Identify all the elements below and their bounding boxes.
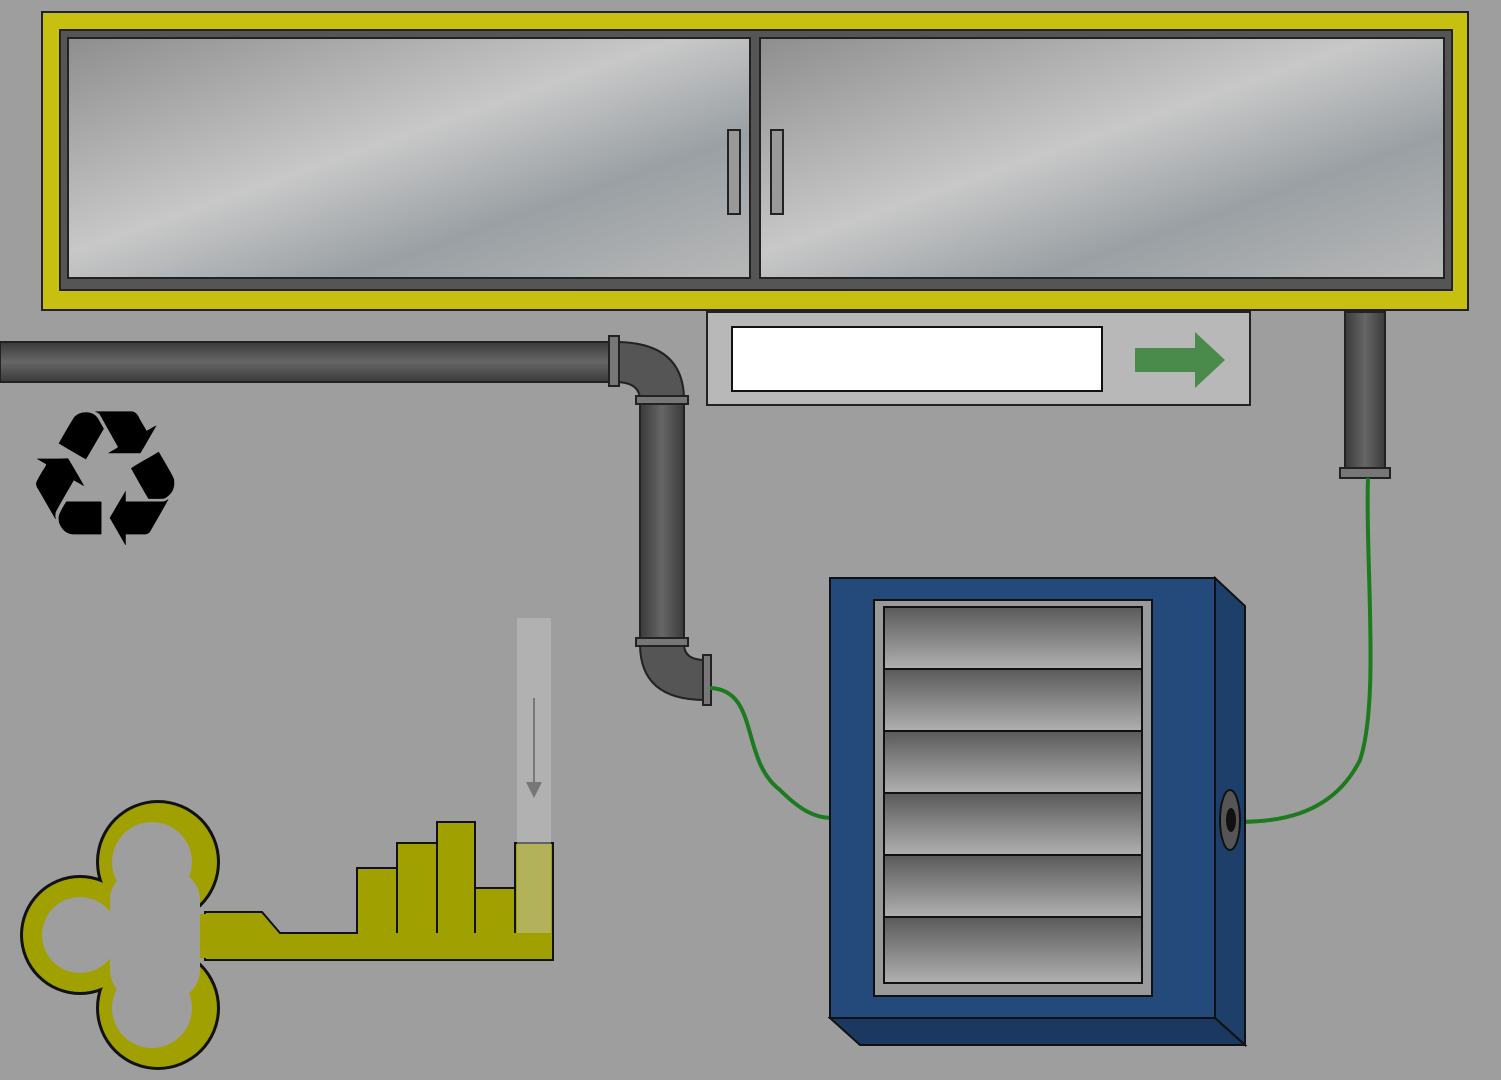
cabinet-left-door[interactable] xyxy=(67,37,751,279)
cable-left xyxy=(709,686,833,820)
arrow-right-icon[interactable] xyxy=(1135,332,1225,388)
left-door-handle[interactable] xyxy=(727,129,741,215)
cabinet-right-door[interactable] xyxy=(759,37,1445,279)
cabinet xyxy=(41,11,1469,311)
code-input[interactable] xyxy=(731,326,1103,392)
recycle-icon[interactable]: ♻ xyxy=(20,369,191,590)
right-door-handle[interactable] xyxy=(770,129,784,215)
key-tooth-hint xyxy=(517,618,551,933)
pipe-left xyxy=(0,335,712,706)
pipe-right xyxy=(1339,311,1391,479)
cable-right xyxy=(1231,477,1373,824)
vent-louvers xyxy=(883,606,1143,984)
vent-machine[interactable] xyxy=(827,575,1248,1048)
key-item[interactable] xyxy=(20,800,554,1070)
arrow-down-icon xyxy=(526,782,542,798)
